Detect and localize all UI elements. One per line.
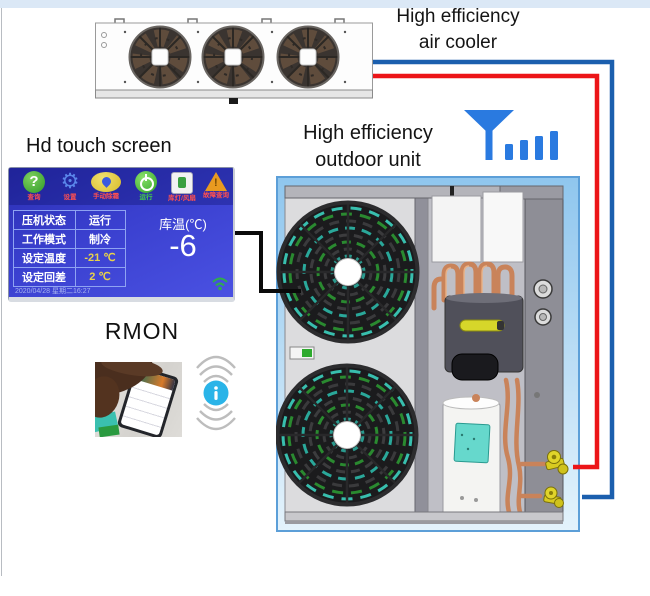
status-name: 设定温度	[12, 247, 76, 268]
power-icon	[135, 171, 157, 193]
air-cooler-drawing	[95, 18, 373, 104]
air-cooler-title-line1: High efficiency	[396, 6, 520, 27]
electrical-panel-right	[482, 191, 524, 263]
device-accent	[98, 424, 120, 437]
status-name: 压机状态	[12, 209, 76, 230]
air-cooler-title-line2: air cooler	[418, 32, 498, 53]
gauges	[533, 279, 553, 398]
status-name: 工作模式	[12, 228, 76, 249]
touch-screen-title: Hd touch screen	[26, 135, 172, 157]
toolbar-label: 手动除霜	[93, 193, 119, 200]
rmon-title: RMON	[104, 318, 180, 344]
remote-monitoring-photo	[95, 362, 182, 437]
cold-pipe	[373, 59, 615, 500]
toolbar-item-query: ? 查询	[15, 171, 53, 202]
storage-temp-value: -6	[169, 228, 197, 263]
status-value: -21 ℃	[74, 247, 126, 268]
antenna-signal-icon	[464, 110, 558, 160]
air-cooler-title: High efficiency air cooler	[378, 4, 538, 56]
electrical-panel-left	[431, 195, 482, 263]
wireless-waves-icon	[196, 355, 236, 431]
toolbar-item-defrost: 手动除霜	[85, 171, 127, 201]
outdoor-unit-title-line1: High efficiency	[303, 122, 433, 144]
toolbar-label: 查询	[27, 194, 41, 201]
toolbar-label: 运行	[139, 194, 153, 201]
controller-cable	[232, 231, 301, 293]
copper-highlight	[445, 265, 488, 298]
outdoor-unit-title-line2: outdoor unit	[315, 149, 421, 171]
toolbar-label: 故障查询	[203, 192, 229, 199]
defrost-icon	[91, 172, 121, 192]
status-value: 2 ℃	[74, 266, 126, 287]
status-name: 设定回差	[12, 266, 76, 287]
toolbar-label: 设置	[63, 194, 77, 201]
alarm-icon: !	[205, 172, 227, 191]
outdoor-unit-title: High efficiency outdoor unit	[280, 120, 456, 174]
image-left-border	[1, 8, 2, 576]
service-valve-hot	[545, 450, 569, 475]
wifi-icon	[212, 277, 228, 291]
sight-glass	[459, 319, 505, 332]
toolbar-item-light-fan: 库灯/风扇	[161, 171, 203, 203]
screen-datetime: 2020/04/28 星期二16:27	[15, 288, 91, 295]
service-pipes	[502, 377, 547, 515]
compressor-label	[453, 422, 491, 464]
toolbar-label: 库灯/风扇	[168, 195, 196, 202]
screen-toolbar-strip	[9, 168, 233, 205]
storage-temp-label: 库温(℃)	[159, 217, 207, 232]
status-table: 压机状态 运行 工作模式 制冷 设定温度 -21 ℃ 设定回差 2 ℃	[12, 209, 126, 287]
toolbar-item-settings: ⚙ 设置	[51, 171, 89, 202]
status-value: 运行	[74, 209, 126, 230]
gear-icon: ⚙	[60, 170, 80, 193]
toolbar-item-fault: ! 故障查询	[197, 171, 235, 200]
toolbar-item-run: 运行	[127, 171, 165, 202]
status-indicator	[289, 346, 315, 360]
muffler	[451, 353, 499, 381]
status-value: 制冷	[74, 228, 126, 249]
compressor	[442, 394, 501, 517]
drain-fitting	[229, 98, 238, 104]
touch-screen-display: ? 查询 ⚙ 设置 手动除霜 运行 库灯/风扇 ! 故障查询 压机状态 运行 工…	[8, 167, 235, 302]
top-accent-bar	[0, 0, 650, 8]
service-valve-cold	[543, 486, 564, 508]
light-fan-icon	[171, 172, 193, 194]
help-icon: ?	[23, 171, 45, 193]
outdoor-unit-drawing	[276, 176, 580, 532]
hot-pipe	[373, 73, 600, 470]
mounting-brackets	[114, 18, 345, 23]
screw-dots	[123, 30, 347, 84]
